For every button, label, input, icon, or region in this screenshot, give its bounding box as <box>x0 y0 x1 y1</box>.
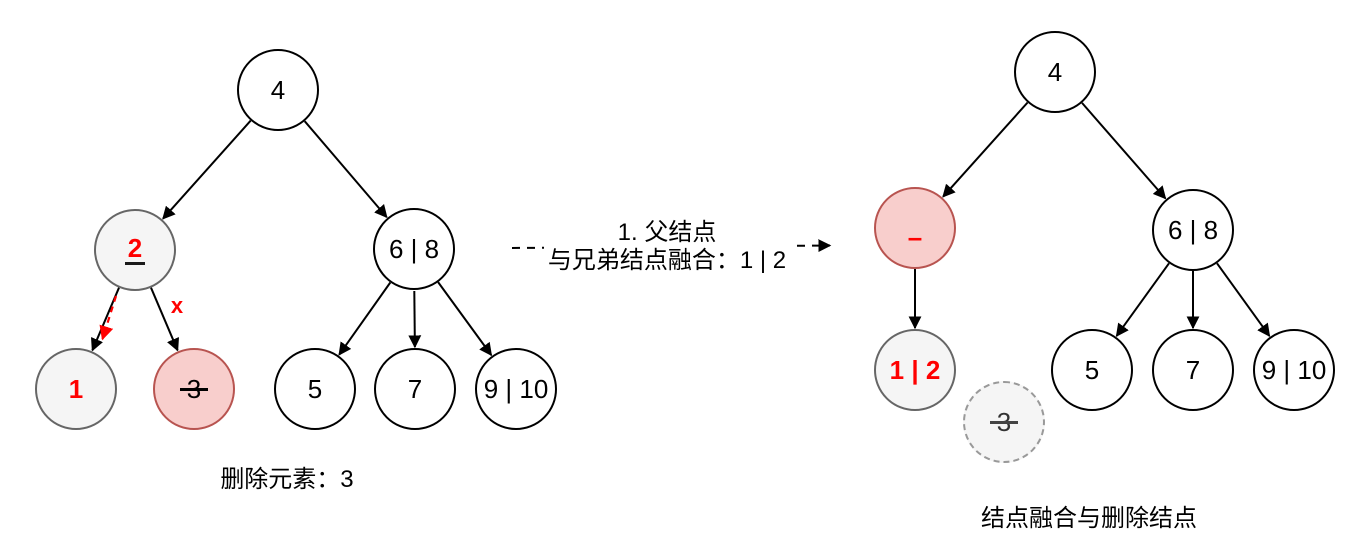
node-label: 2 <box>124 235 146 265</box>
left-caption: 删除元素：3 <box>220 466 354 493</box>
node-label: 1 <box>68 373 84 404</box>
edge-l-2-3 <box>150 287 180 352</box>
edge-l-68-5 <box>338 281 392 356</box>
node-label: 5 <box>307 373 323 404</box>
node-label: 4 <box>270 74 286 105</box>
tree-node-right-3-ghost: 3 <box>963 381 1045 463</box>
redistribute-dashed-arrow <box>99 295 118 341</box>
node-label: 5 <box>1084 354 1100 385</box>
edge-l-68-7 <box>408 290 422 349</box>
transition-line1: 1. 父结点 <box>617 219 717 246</box>
edge-l-4-2 <box>162 119 252 220</box>
transition-label: 1. 父结点 与兄弟结点融合：1 | 2 <box>544 219 790 275</box>
edge-l-4-68 <box>303 120 388 219</box>
tree-node-right-7: 7 <box>1152 329 1234 411</box>
edge-r-4-68 <box>1081 102 1167 200</box>
tree-node-left-1: 1 <box>35 348 117 430</box>
tree-node-right-5: 5 <box>1051 329 1133 411</box>
tree-node-left-3-deleted: 3 <box>153 348 235 430</box>
tree-node-right-12-merged: 1 | 2 <box>874 329 956 411</box>
node-label: 4 <box>1047 56 1063 87</box>
transition-line2: 与兄弟结点融合：1 | 2 <box>547 247 787 274</box>
node-label: 9 | 10 <box>483 373 549 404</box>
node-label: 7 <box>407 373 423 404</box>
tree-node-left-root: 4 <box>237 49 319 131</box>
tree-node-left-5: 5 <box>274 348 356 430</box>
tree-node-right-merged-empty: – <box>874 187 956 269</box>
deleted-edge-x-mark: x <box>170 293 184 318</box>
node-label: 3 <box>179 374 209 404</box>
edge-r-68-5 <box>1115 262 1170 337</box>
edge-r-4-merged <box>942 101 1029 198</box>
node-label: 6 | 8 <box>388 233 440 264</box>
node-label: 9 | 10 <box>1261 354 1327 385</box>
node-label: 7 <box>1185 354 1201 385</box>
tree-node-left-7: 7 <box>374 348 456 430</box>
tree-node-right-root: 4 <box>1014 31 1096 113</box>
tree-node-right-68: 6 | 8 <box>1152 189 1234 271</box>
node-label: 3 <box>989 407 1019 437</box>
right-caption: 结点融合与删除结点 <box>981 505 1197 532</box>
tree-node-left-68: 6 | 8 <box>373 208 455 290</box>
edge-l-68-910 <box>437 281 493 357</box>
node-label: – <box>907 222 923 252</box>
tree-node-right-910: 9 | 10 <box>1253 329 1335 411</box>
tree-node-left-2: 2 <box>94 209 176 291</box>
tree-node-left-910: 9 | 10 <box>475 348 557 430</box>
node-label: 1 | 2 <box>889 354 941 385</box>
node-label: 6 | 8 <box>1167 214 1219 245</box>
edge-r-68-910 <box>1216 262 1271 337</box>
